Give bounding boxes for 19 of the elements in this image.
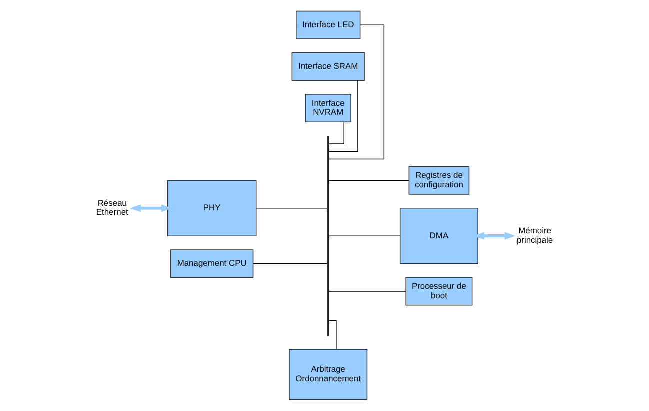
connector: [256, 208, 328, 209]
connector: [328, 122, 345, 144]
connector: [253, 263, 328, 264]
connector: [328, 80, 358, 152]
connector: [328, 180, 410, 182]
node-box: Interface LED: [296, 10, 361, 40]
node-box: Interface SRAM: [292, 52, 365, 81]
node-text: Mémoire principale: [516, 226, 554, 245]
node-box: PHY: [167, 180, 257, 236]
node-box: Interface NVRAM: [305, 94, 352, 123]
node-box: Processeur de boot: [406, 277, 473, 306]
node-box: Arbitrage Ordonnancement: [289, 349, 368, 400]
node-box: Registres de configuration: [408, 166, 470, 195]
node-box: Management CPU: [170, 250, 254, 278]
node-bar: [327, 136, 330, 336]
node-text: Réseau Ethernet: [96, 198, 128, 218]
connector: [328, 24, 385, 160]
connector: [328, 291, 406, 292]
node-box: DMA: [400, 208, 478, 264]
